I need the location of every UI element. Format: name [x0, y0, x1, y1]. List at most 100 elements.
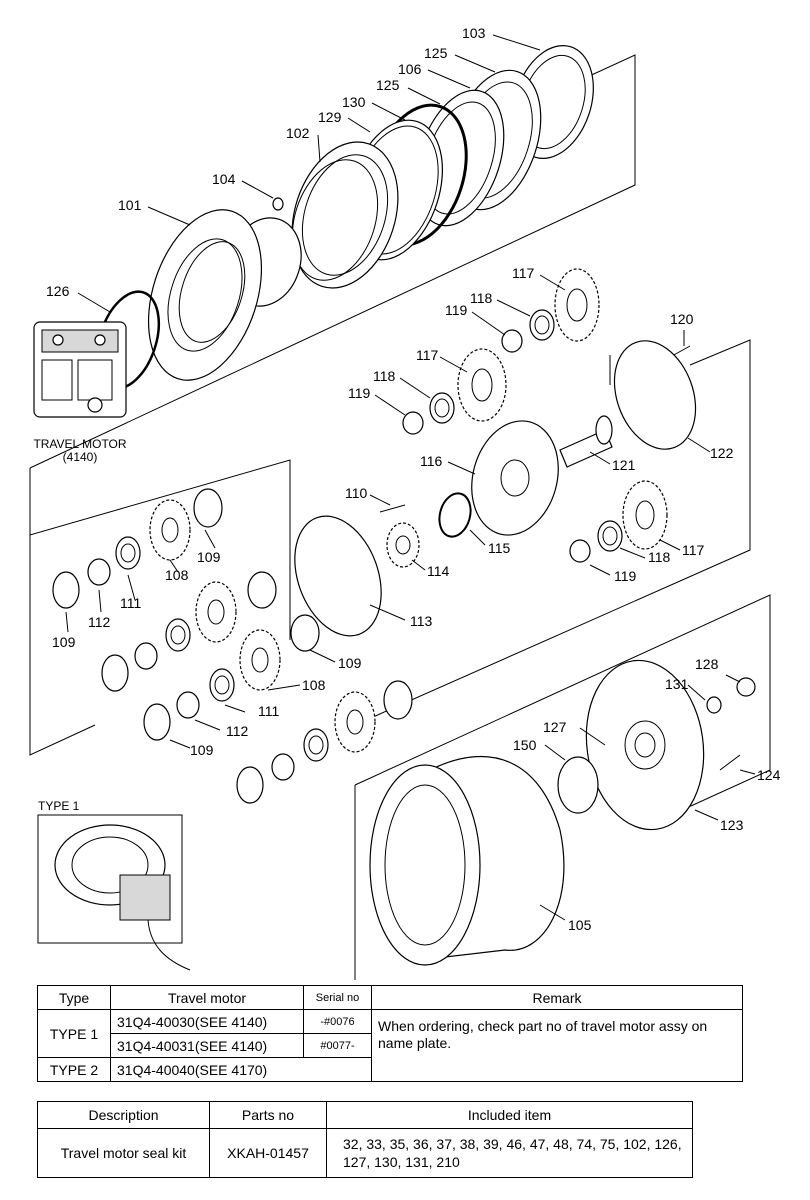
- part-112c-collar: [176, 691, 200, 719]
- part-118c-bearing: [597, 520, 623, 552]
- type1-inset: [37, 814, 191, 971]
- label-125-lower: 125: [376, 77, 400, 93]
- label-105: 105: [568, 917, 592, 933]
- type-header: Type: [37, 985, 111, 1010]
- label-112-lower: 112: [226, 723, 249, 739]
- label-112-upper: 112: [88, 614, 111, 630]
- label-101: 101: [118, 197, 142, 213]
- serial-header: Serial no: [303, 985, 372, 1010]
- included-item-header: Included item: [326, 1101, 693, 1129]
- part-123-cover: [585, 659, 705, 831]
- label-130: 130: [342, 94, 366, 110]
- part-116-carrier: [471, 420, 559, 536]
- part-108c-gear: [239, 629, 281, 691]
- label-119-middle: 119: [348, 385, 371, 401]
- label-117-upper: 117: [512, 265, 535, 281]
- label-126: 126: [46, 283, 70, 299]
- part-101-hub: [147, 209, 302, 381]
- part-150-ring: [557, 756, 599, 814]
- seal-kit-table: Description Parts no Included item Trave…: [37, 1101, 693, 1178]
- part-118a-bearing: [529, 309, 555, 341]
- label-110: 110: [345, 485, 368, 501]
- part-117b-gear: [457, 348, 507, 422]
- label-118-lower: 118: [648, 549, 671, 565]
- description-header: Description: [37, 1101, 210, 1129]
- type1-cell: TYPE 1: [37, 1009, 111, 1058]
- label-129: 129: [318, 109, 342, 125]
- label-109-middle: 109: [338, 655, 362, 671]
- part-109d-washer: [101, 654, 129, 692]
- part-124-bolt: [719, 754, 741, 771]
- label-109-bottom: 109: [190, 742, 214, 758]
- part-104-pin: [272, 197, 284, 211]
- part-119b-collar: [402, 411, 424, 435]
- leader-lines: [65, 34, 756, 921]
- type2-cell: TYPE 2: [37, 1057, 111, 1082]
- remark-header: Remark: [371, 985, 743, 1010]
- serial-row1: -#0076: [303, 1009, 372, 1034]
- parts-no-header: Parts no: [209, 1101, 327, 1129]
- part-119c-collar: [569, 539, 591, 563]
- label-123: 123: [720, 817, 744, 833]
- part-109c-washer: [247, 571, 277, 609]
- motor-row1: 31Q4-40030(SEE 4140): [110, 1009, 304, 1034]
- label-114: 114: [427, 563, 450, 579]
- part-131-oring: [706, 696, 722, 714]
- travel-motor-illustration: [33, 321, 127, 418]
- part-109f-washer: [143, 703, 171, 741]
- part-108d-gear: [334, 691, 376, 753]
- type-table: Type Travel motor Serial no Remark TYPE …: [37, 985, 743, 1082]
- serial-row2: #0077-: [303, 1033, 372, 1058]
- part-118b-bearing: [429, 392, 455, 424]
- label-150: 150: [513, 737, 537, 753]
- part-109h-washer: [236, 766, 264, 804]
- part-119a-collar: [501, 329, 523, 353]
- label-119-upper: 119: [445, 302, 468, 318]
- part-110-bolt: [379, 504, 406, 513]
- label-117-lower: 117: [682, 542, 705, 558]
- label-113: 113: [410, 613, 433, 629]
- label-120: 120: [670, 311, 694, 327]
- part-111b-bearing: [165, 618, 191, 652]
- label-116: 116: [420, 453, 443, 469]
- travel-motor-label: TRAVEL MOTOR: [33, 437, 126, 451]
- label-122: 122: [710, 445, 734, 461]
- label-111-lower: 111: [258, 703, 279, 719]
- part-113-plate: [294, 515, 382, 637]
- part-102-bearing: [291, 141, 399, 289]
- label-118-middle: 118: [373, 368, 396, 384]
- label-131: 131: [665, 676, 689, 692]
- part-108b-gear: [195, 581, 237, 643]
- label-121: 121: [612, 457, 636, 473]
- label-117-middle: 117: [416, 347, 439, 363]
- motor-row2: 31Q4-40031(SEE 4140): [110, 1033, 304, 1058]
- label-111-upper: 111: [120, 595, 141, 611]
- part-114-gear: [386, 522, 420, 568]
- part-109b-washer: [52, 571, 80, 609]
- label-102: 102: [286, 125, 310, 141]
- part-111d-bearing: [303, 728, 329, 762]
- part-112b-collar: [134, 642, 158, 670]
- part-117c-gear: [622, 480, 668, 550]
- label-106: 106: [398, 61, 422, 77]
- label-125-upper: 125: [424, 45, 448, 61]
- label-118-upper: 118: [470, 290, 493, 306]
- label-104: 104: [212, 171, 236, 187]
- travel-motor-header: Travel motor: [110, 985, 304, 1010]
- travel-motor-code: (4140): [63, 450, 98, 464]
- part-128-plug: [736, 677, 756, 697]
- part-105-housing: [369, 755, 565, 966]
- part-111c-bearing: [209, 668, 235, 702]
- part-121-shaft: [559, 415, 613, 468]
- part-109e-washer: [290, 614, 320, 652]
- motor-row3: 31Q4-40040(SEE 4170): [110, 1057, 372, 1082]
- part-117a-gear: [554, 268, 600, 342]
- label-127: 127: [543, 719, 567, 735]
- label-128: 128: [695, 656, 719, 672]
- part-122-plate: [613, 340, 697, 450]
- part-109a-washer: [193, 488, 223, 528]
- seal-kit-included: 32, 33, 35, 36, 37, 38, 39, 46, 47, 48, …: [326, 1128, 693, 1178]
- label-109-left: 109: [52, 634, 76, 650]
- part-115-snap-ring: [438, 492, 472, 538]
- part-112d-collar: [271, 753, 295, 781]
